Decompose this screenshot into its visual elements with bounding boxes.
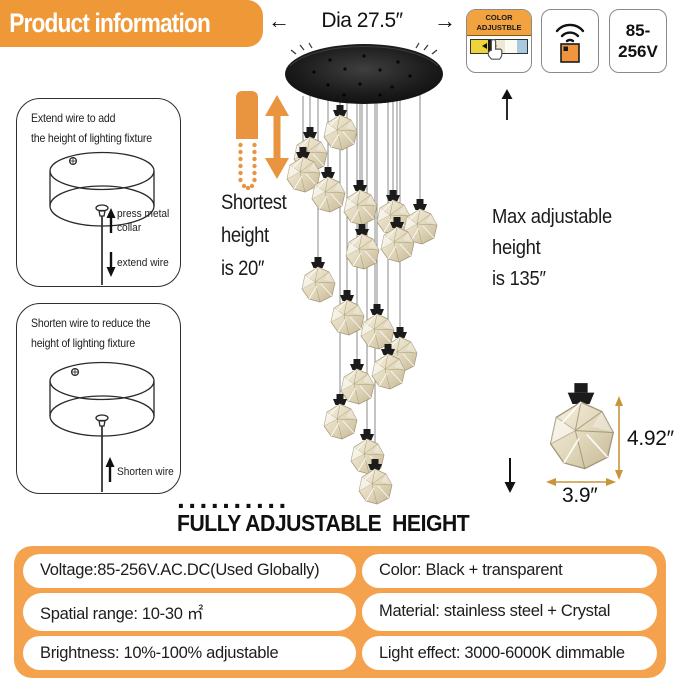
remote-control-badge — [541, 9, 599, 73]
pull-cord-icon — [236, 91, 258, 190]
shorten-wire-label: Shorten wire — [117, 466, 174, 478]
extend-wire-card: Extend wire to add the height of lightin… — [16, 98, 181, 287]
color-adjustable-header: COLOR ADJUSTBLE — [467, 10, 531, 36]
wifi-icon — [555, 23, 585, 43]
spec-light-effect: Light effect: 3000-6000K dimmable — [362, 636, 657, 670]
slider-arrow-left-icon — [481, 42, 487, 49]
height-measure-arrow — [615, 396, 623, 480]
width-measure-arrow — [546, 478, 616, 486]
shorten-up-arrow-icon — [105, 457, 115, 482]
spec-color: Color: Black + transparent — [362, 554, 657, 588]
diameter-label: Dia 27.5″ — [321, 9, 403, 32]
spec-voltage: Voltage:85-256V.AC.DC(Used Globally) — [23, 554, 356, 588]
title-banner: Product information — [0, 0, 263, 47]
press-up-arrow-icon — [106, 208, 116, 233]
spec-spatial-range: Spatial range: 10-30 ㎡ — [23, 592, 356, 632]
chandelier-image — [285, 42, 443, 505]
screw-icon — [68, 156, 78, 166]
dots-divider: .......... — [177, 483, 290, 514]
hand-pointer-icon — [487, 38, 503, 60]
shortest-height-note: Shortest height is 20″ — [221, 191, 287, 280]
spec-material: Material: stainless steel + Crystal — [362, 592, 657, 632]
pendant-height-label: 4.92″ — [627, 427, 674, 450]
fully-adjustable-heading: FULLY ADJUSTABLE HEIGHT — [177, 510, 470, 536]
remote-device-icon — [560, 43, 580, 63]
press-metal-collar-label: press metal collar — [117, 208, 170, 234]
spec-brightness: Brightness: 10%-100% adjustable — [23, 636, 356, 670]
extend-down-arrow-icon — [106, 252, 116, 277]
max-height-note: Max adjustable height is 135″ — [492, 206, 612, 290]
extend-card-caption: Extend wire to add the height of lightin… — [31, 111, 152, 145]
diameter-measurement: ← Dia 27.5″ → — [268, 6, 456, 36]
canopy-rim-hatching — [290, 42, 438, 55]
up-down-arrow-icon — [265, 95, 289, 179]
pendant-detail-image — [546, 382, 623, 486]
shorten-wire-card: Shorten wire to reduce the height of lig… — [16, 303, 181, 494]
spec-panel: Voltage:85-256V.AC.DC(Used Globally) Col… — [14, 546, 666, 678]
max-down-arrow-icon — [504, 458, 516, 493]
canopy-disc — [285, 42, 443, 104]
right-arrow-icon: → — [434, 8, 456, 33]
page-title: Product information — [9, 8, 211, 38]
color-adjustable-badge: COLOR ADJUSTBLE — [466, 9, 532, 73]
voltage-badge: 85- 256V — [609, 9, 667, 73]
shorten-card-caption: Shorten wire to reduce the height of lig… — [31, 316, 151, 350]
extend-wire-label: extend wire — [117, 257, 169, 269]
pendant-width-label: 3.9″ — [562, 484, 598, 507]
max-up-arrow-icon — [501, 89, 513, 120]
left-arrow-icon: ← — [268, 8, 290, 33]
screw-icon — [70, 367, 80, 377]
